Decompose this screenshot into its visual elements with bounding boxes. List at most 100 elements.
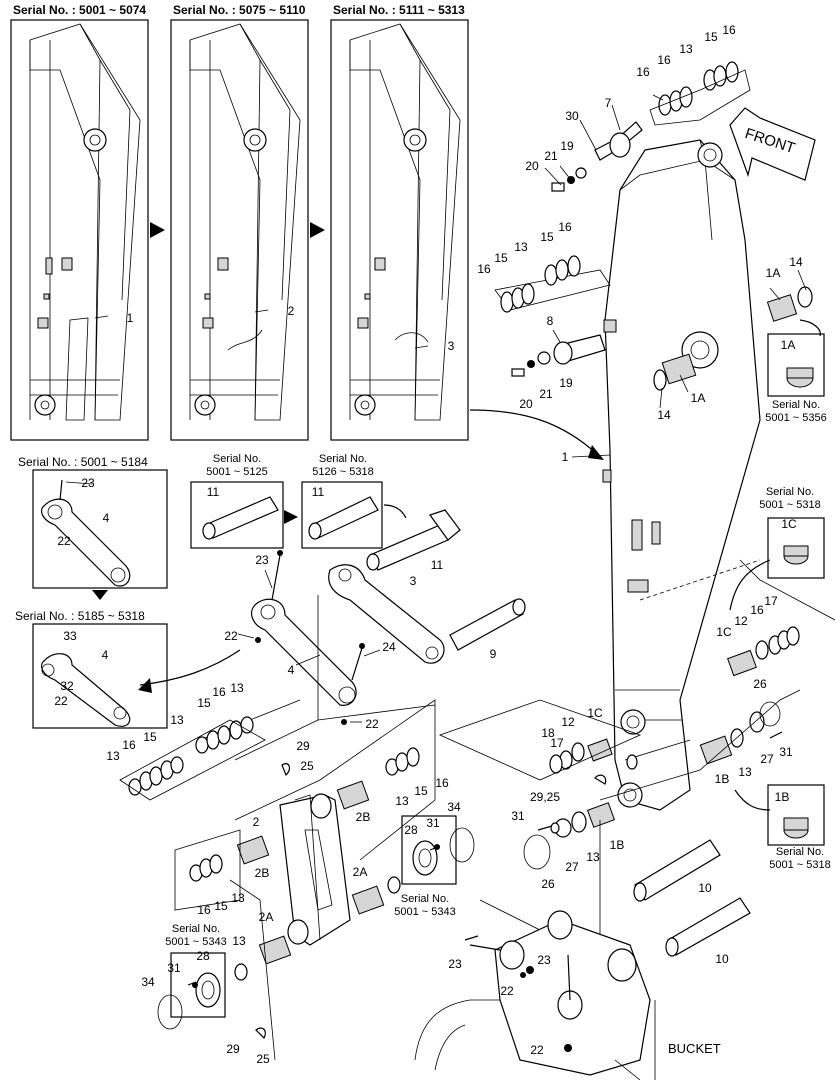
callout-label: 1 (561, 450, 569, 464)
callout-label: 2B (355, 810, 371, 824)
callout-label: 25 (256, 1052, 270, 1066)
callout-label: 2A (258, 910, 274, 924)
callout-label: 4 (287, 663, 295, 677)
washer-group-left (119, 716, 266, 801)
bushing-1A (653, 286, 813, 391)
link-serial-top: Serial No. : 5001 ~ 5184 (18, 455, 148, 469)
callout-label: 10 (698, 881, 712, 895)
callout-label: 8 (546, 314, 554, 328)
serial-header-panel-3: Serial No. : 5111 ~ 5313 (333, 3, 465, 17)
plate-caption-left: Serial No.5001 ~ 5343 (165, 923, 227, 948)
inset-box-1A (767, 333, 825, 397)
callout-label: 16 (722, 23, 736, 37)
callout-label: 31 (167, 961, 181, 975)
callout-label: 1C (781, 517, 797, 531)
pin-serial-right: Serial No.5126 ~ 5318 (312, 453, 374, 478)
arrow-head-icon (588, 445, 604, 460)
arrow-right-icon (310, 222, 325, 238)
callout-label: 23 (255, 553, 269, 567)
leader-lines (65, 94, 807, 723)
callout-label: 13 (395, 794, 409, 808)
pin-assembly-top (494, 61, 751, 313)
callout-label: 2 (287, 304, 295, 318)
inset-caption-1C: Serial No.5001 ~ 5318 (759, 486, 821, 511)
misc-hardware (187, 731, 783, 986)
callout-label: 16 (477, 262, 491, 276)
serial-header-panel-1: Serial No. : 5001 ~ 5074 (13, 3, 147, 17)
callout-label: 32 (60, 679, 74, 693)
callout-label: 11 (311, 485, 325, 499)
callout-label: 11 (206, 485, 220, 499)
callout-label: 1 (126, 311, 134, 325)
callout-label: 17 (550, 736, 564, 750)
callout-label: 16 (750, 603, 764, 617)
callout-label: 14 (789, 255, 803, 269)
callout-label: 24 (382, 640, 396, 654)
pin-10-lower (667, 897, 751, 956)
callout-label: 13 (738, 765, 752, 779)
callout-label: 16 (122, 738, 136, 752)
pin-9 (449, 599, 524, 651)
callout-label: 15 (414, 784, 428, 798)
callout-label: 13 (230, 681, 244, 695)
callout-label: 34 (141, 975, 155, 989)
bucket (414, 910, 656, 1080)
callout-label: 1C (587, 706, 603, 720)
callout-label: 2B (254, 866, 270, 880)
callout-label: 21 (544, 149, 558, 163)
callout-label: 13 (232, 934, 246, 948)
boom-variant-panel-1 (10, 19, 149, 441)
front-arrow-icon (729, 107, 816, 181)
callout-label: 1C (716, 625, 732, 639)
callout-label: 18 (541, 726, 555, 740)
callout-label: 19 (559, 376, 573, 390)
callout-label: 16 (435, 776, 449, 790)
callout-label: 16 (558, 220, 572, 234)
callout-label: 17 (764, 594, 778, 608)
callout-label: 22 (500, 984, 514, 998)
callout-label: 16 (197, 903, 211, 917)
callout-label: 13 (586, 850, 600, 864)
pin-11-variants (190, 481, 461, 571)
callout-label: 22 (54, 694, 68, 708)
inset-box-1B (767, 784, 825, 846)
callout-label: 20 (525, 159, 539, 173)
callout-label: 16 (636, 65, 650, 79)
callout-label: 21 (539, 387, 553, 401)
callout-label: 12 (561, 715, 575, 729)
callout-label: 16 (657, 53, 671, 67)
inset-caption-1A: Serial No.5001 ~ 5356 (765, 399, 827, 424)
plate-caption-right: Serial No.5001 ~ 5343 (394, 893, 456, 918)
callout-label: 1B (609, 838, 625, 852)
callout-label: 13 (679, 42, 693, 56)
pin-serial-left: Serial No.5001 ~ 5125 (206, 453, 268, 478)
callout-label: 7 (604, 96, 612, 110)
callout-label: 22 (530, 1043, 544, 1057)
callout-label: 15 (197, 696, 211, 710)
callout-label: 13 (514, 240, 528, 254)
link-3 (328, 564, 445, 664)
callout-curve (469, 409, 599, 456)
callout-label: 15 (143, 730, 157, 744)
link-2 (174, 699, 436, 1061)
inset-box-1C (767, 517, 825, 579)
link-4 (251, 598, 357, 706)
callout-label: 14 (657, 408, 671, 422)
callout-label: 4 (101, 648, 109, 662)
callout-label: 23 (448, 957, 462, 971)
callout-label: 22 (224, 629, 238, 643)
callout-label: 28 (404, 823, 418, 837)
callout-label: 22 (57, 534, 71, 548)
callout-label: 20 (519, 397, 533, 411)
callout-label: 16 (212, 685, 226, 699)
callout-label: 31 (779, 745, 793, 759)
callout-label: 1A (690, 391, 706, 405)
main-boom (602, 139, 761, 811)
callout-label: 26 (753, 677, 767, 691)
callout-label: 4 (102, 511, 110, 525)
inset-caption-1B: Serial No.5001 ~ 5318 (769, 846, 831, 871)
bucket-label: BUCKET (668, 1041, 721, 1056)
pin-assembly-8 (511, 334, 606, 377)
